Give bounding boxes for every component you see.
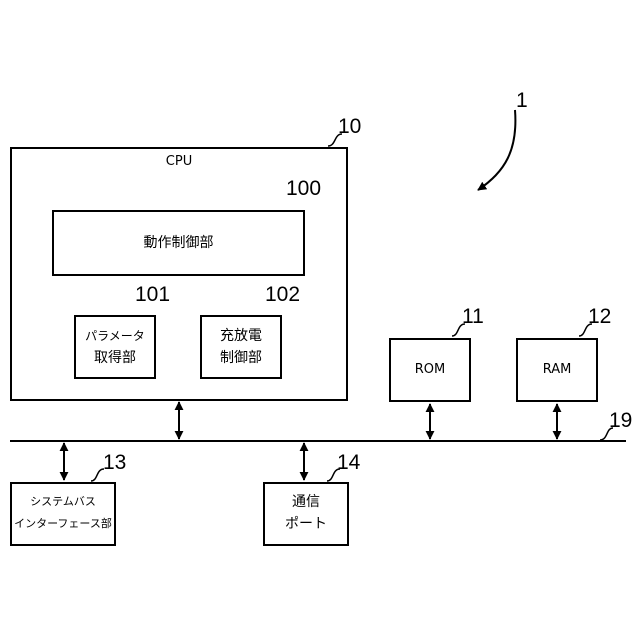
ref-comm-port: 14: [337, 452, 360, 474]
cpu-label: CPU: [159, 151, 199, 173]
ref-motion-control: 100: [286, 178, 321, 200]
param-acq-line2: 取得部: [74, 347, 156, 369]
param-acq-line1: パラメータ: [74, 325, 156, 347]
sysbus-if-line2: インターフェース部: [10, 513, 116, 535]
comm-port-line1: 通信: [263, 491, 349, 513]
ref-rom: 11: [462, 306, 484, 328]
rom-label: ROM: [389, 359, 471, 381]
ref-cpu: 10: [338, 116, 361, 138]
comm-port-line2: ポート: [263, 513, 349, 535]
motion-control-label: 動作制御部: [52, 232, 305, 254]
sysbus-if-line1: システムバス: [10, 491, 116, 513]
figure-pointer-arrow: [478, 110, 515, 190]
ref-param-acq: 101: [135, 284, 170, 306]
ref-charge-ctrl: 102: [265, 284, 300, 306]
ref-ram: 12: [588, 306, 611, 328]
ref-sysbus-if: 13: [103, 452, 126, 474]
ref-figure: 1: [516, 90, 528, 112]
charge-ctrl-line2: 制御部: [200, 347, 282, 369]
charge-ctrl-line1: 充放電: [200, 325, 282, 347]
ram-label: RAM: [516, 359, 598, 381]
ref-bus: 19: [609, 410, 632, 432]
